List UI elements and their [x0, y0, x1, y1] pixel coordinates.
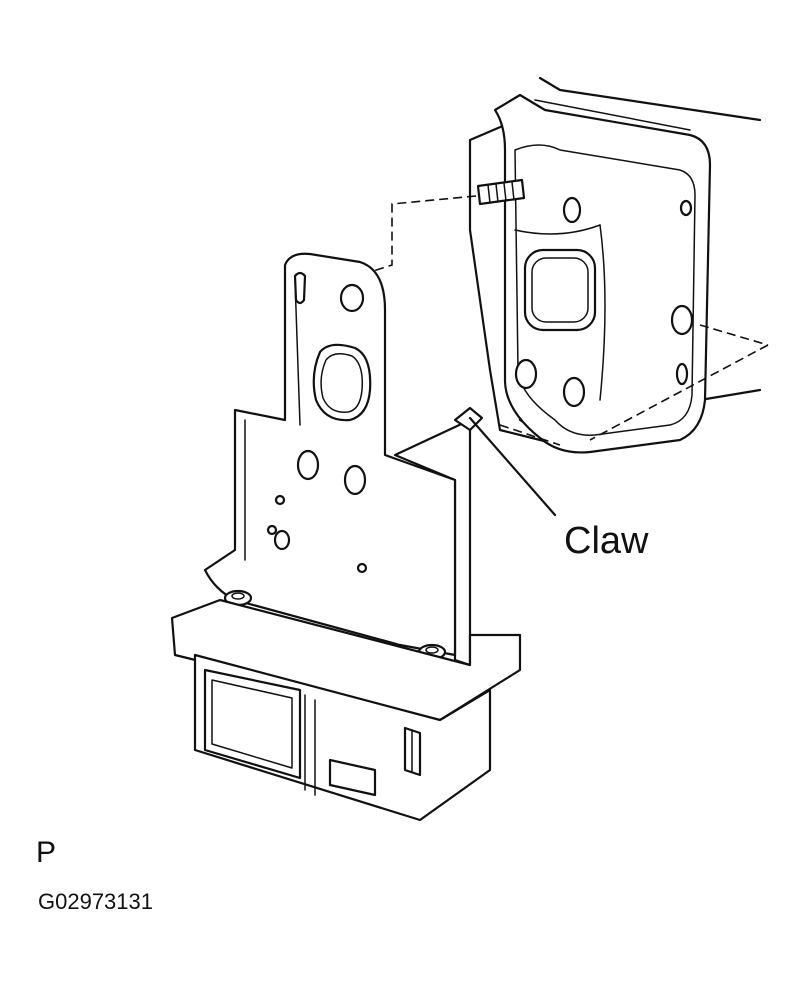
figure-id-label: G02973131 [38, 889, 153, 914]
alignment-guides [369, 195, 769, 446]
claw-label: Claw [564, 520, 649, 562]
resistor-module [170, 598, 522, 822]
claw-leader-line [468, 416, 557, 517]
mounting-bracket [203, 252, 484, 667]
view-code-label: P [36, 836, 57, 869]
vehicle-body-bracket [468, 76, 762, 454]
